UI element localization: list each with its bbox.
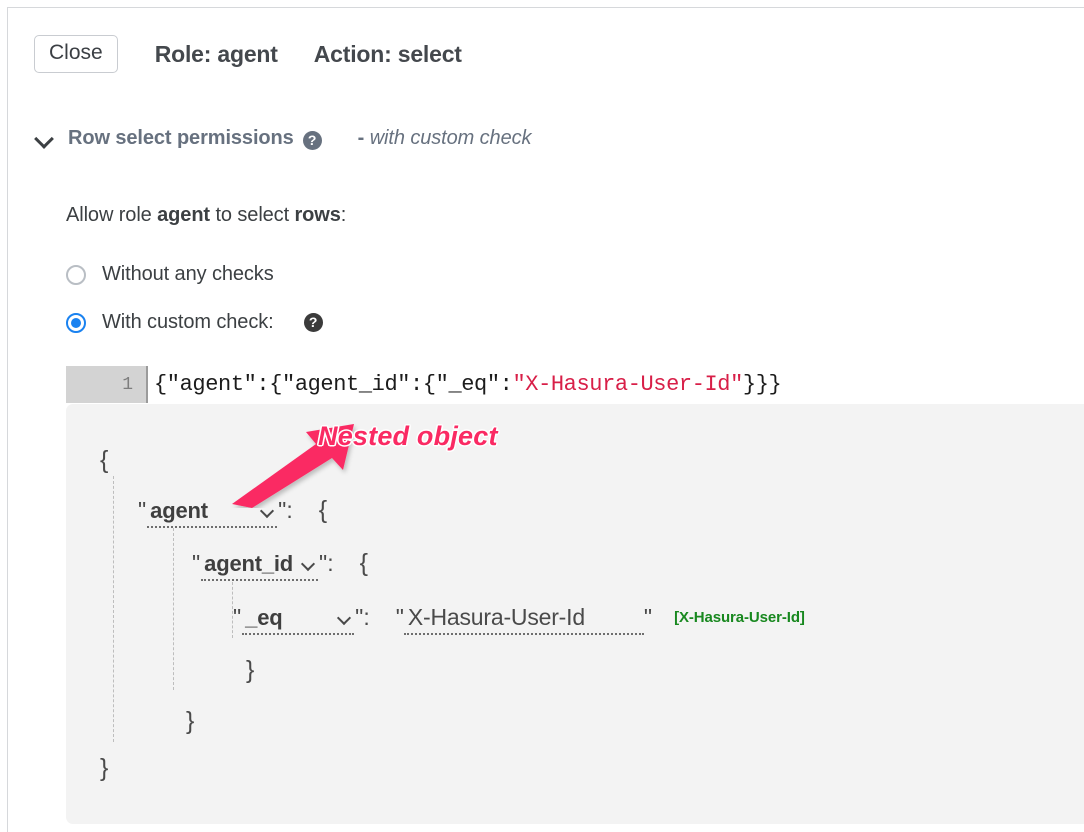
value-field-eq[interactable]: X-Hasura-User-Id: [403, 604, 644, 635]
indent-guide-level-3: [232, 582, 233, 638]
json-row-agent-id: " agent_id " : {: [192, 549, 368, 581]
allow-role-name: agent: [157, 204, 210, 226]
key-name-agent-id: agent_id: [204, 551, 294, 576]
raw-json-string-literal: "X-Hasura-User-Id": [512, 372, 743, 397]
radio-label-with-custom-check: With custom check:: [102, 311, 274, 333]
json-row-close-agent-id: }: [246, 656, 254, 685]
indent-guide-level-2: [173, 528, 174, 690]
chevron-down-icon-eq[interactable]: [337, 613, 352, 623]
indent-guide-level-1: [113, 476, 114, 742]
radio-circle-checked[interactable]: [66, 312, 86, 333]
radio-option-without-any-checks[interactable]: Without any checks: [66, 263, 274, 286]
allow-middle: to select: [210, 204, 295, 226]
brace-open-agent: {: [318, 496, 328, 524]
raw-json-after: }}}: [742, 372, 782, 397]
section-subtitle-dash: -: [357, 127, 365, 149]
line-number-gutter: 1: [66, 366, 146, 403]
chevron-down-icon[interactable]: [34, 128, 56, 150]
custom-check-help-icon[interactable]: ?: [303, 313, 323, 332]
colon-agent: :: [286, 497, 293, 523]
raw-json-before: {"agent":{"agent_id":{"_eq":: [154, 372, 513, 397]
row-select-permissions-header[interactable]: Row select permissions ? - with custom c…: [34, 127, 532, 150]
quote-open-agent: ": [138, 497, 147, 523]
radio-circle-unchecked[interactable]: [66, 264, 86, 285]
brace-close-root: }: [100, 754, 109, 782]
radio-label-without-any-checks: Without any checks: [102, 263, 274, 285]
role-label: Role: agent: [154, 40, 278, 67]
key-field-agent-id[interactable]: agent_id: [201, 551, 319, 581]
brace-open-agent-id: {: [359, 549, 368, 577]
section-title: Row select permissions: [68, 127, 294, 149]
raw-json-editor[interactable]: 1 {"agent":{"agent_id":{"_eq":"X-Hasura-…: [66, 366, 782, 403]
key-name-eq: _eq: [245, 605, 283, 630]
help-icon[interactable]: ?: [302, 131, 322, 150]
quote-close-agent: ": [278, 497, 287, 523]
json-row-agent: " agent " : {: [138, 496, 327, 528]
colon-agent-id: :: [327, 550, 334, 576]
raw-json-code[interactable]: {"agent":{"agent_id":{"_eq":"X-Hasura-Us…: [146, 366, 782, 403]
chevron-down-icon-agent-id[interactable]: [301, 559, 316, 569]
session-variable-hint: [X-Hasura-User-Id]: [674, 609, 805, 626]
key-field-agent[interactable]: agent: [147, 498, 278, 528]
colon-eq: :: [363, 604, 370, 630]
key-name-agent: agent: [150, 498, 208, 523]
editor-header: Close Role: agent Action: select: [34, 35, 462, 74]
json-row-open-root: {: [100, 446, 108, 475]
quote-open-eq: ": [233, 604, 242, 630]
quote-close-eq: ": [355, 604, 364, 630]
radio-option-with-custom-check[interactable]: With custom check: ?: [66, 311, 323, 334]
quote-open-eq-value: ": [395, 604, 404, 630]
json-row-close-agent: }: [186, 707, 194, 736]
quote-close-agent-id: ": [319, 550, 328, 576]
allow-suffix: :: [340, 204, 347, 226]
section-subtitle-text: with custom check: [369, 127, 532, 149]
quote-close-eq-value: ": [643, 604, 653, 630]
json-row-eq: " _eq " : " X-Hasura-User-Id " [X-Hasura…: [233, 604, 805, 635]
close-button[interactable]: Close: [34, 35, 118, 74]
action-label: Action: select: [313, 40, 462, 67]
json-builder-panel: { " agent " : { " agent_id " : { ": [66, 404, 1084, 824]
brace-open-root: {: [100, 446, 109, 474]
json-row-close-root: }: [100, 754, 108, 783]
brace-close-agent-id: }: [246, 656, 255, 684]
allow-prefix: Allow role: [66, 204, 158, 226]
key-field-eq[interactable]: _eq: [242, 605, 355, 635]
brace-close-agent: }: [186, 707, 195, 735]
allow-object: rows: [294, 204, 341, 226]
allow-role-statement: Allow role agent to select rows:: [66, 204, 346, 227]
quote-open-agent-id: ": [192, 550, 201, 576]
permission-editor-panel: Close Role: agent Action: select Row sel…: [7, 7, 1084, 832]
chevron-down-icon-agent[interactable]: [260, 506, 275, 516]
section-subtitle: - with custom check: [358, 127, 532, 150]
